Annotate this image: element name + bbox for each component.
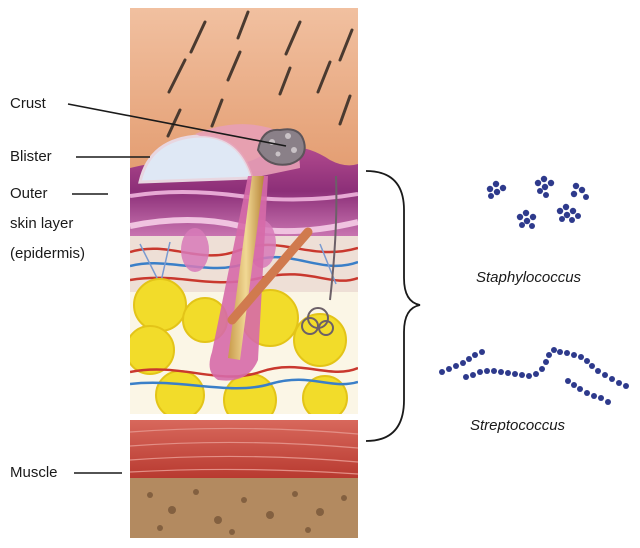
- label-crust: Crust: [10, 93, 46, 115]
- label-muscle: Muscle: [10, 462, 58, 484]
- bone-layer: [130, 478, 358, 538]
- label-staphylococcus: Staphylococcus: [476, 267, 581, 289]
- skin-cross-section: [126, 8, 358, 538]
- label-blister: Blister: [10, 146, 52, 168]
- label-outer-skin-line2: skin layer: [10, 213, 73, 235]
- label-streptococcus: Streptococcus: [470, 415, 565, 437]
- label-outer-skin-line1: Outer: [10, 183, 48, 205]
- label-outer-skin-line3: (epidermis): [10, 243, 85, 265]
- crust-shape: [258, 129, 305, 165]
- infection-brace: [366, 171, 420, 441]
- streptococcus-chain: [439, 347, 629, 405]
- staphylococcus-cluster: [487, 176, 589, 229]
